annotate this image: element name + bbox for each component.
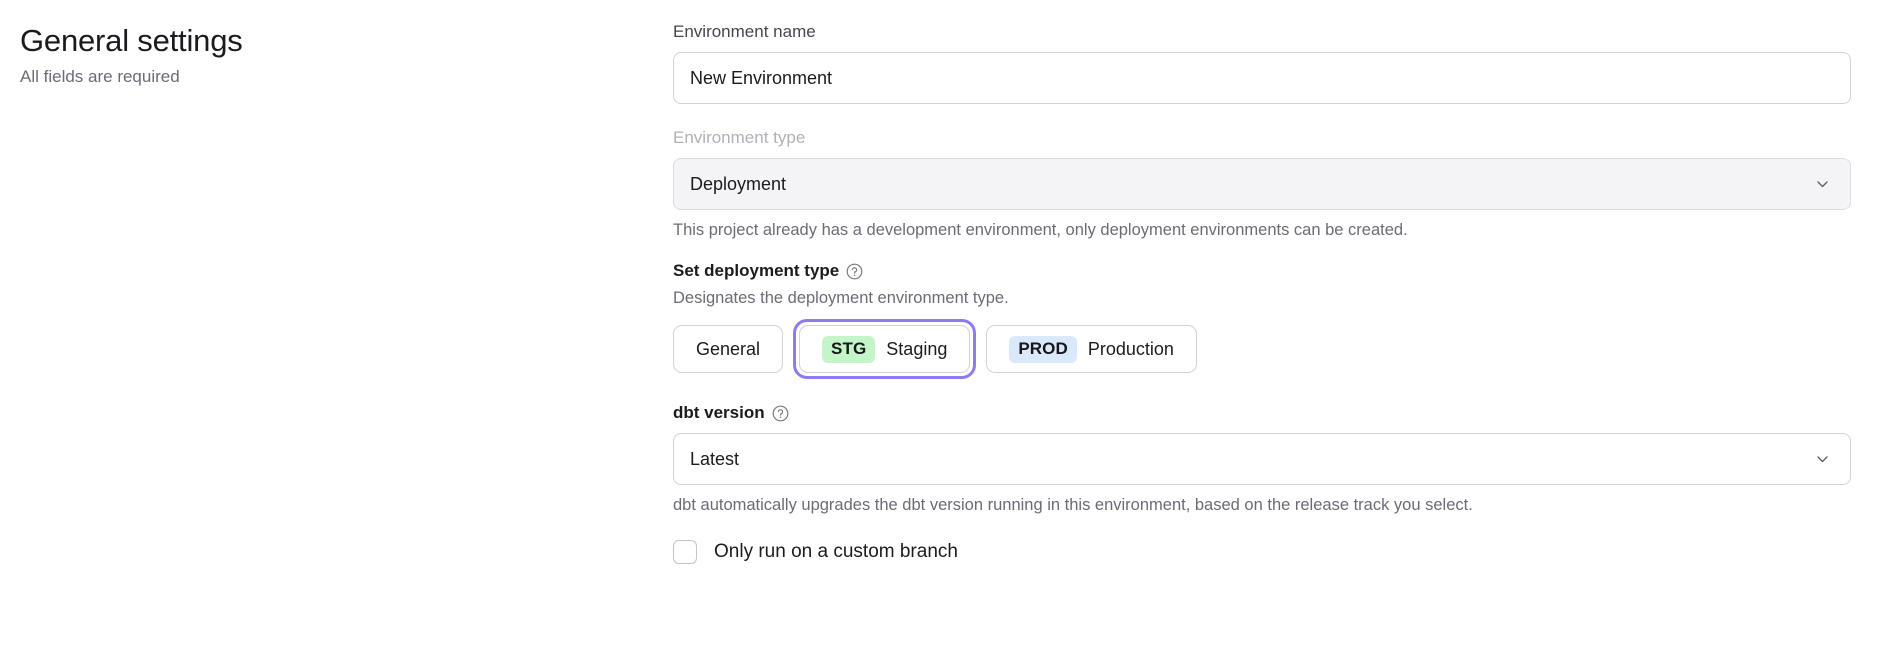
production-badge: PROD <box>1009 335 1077 363</box>
deployment-option-general-label: General <box>696 338 761 359</box>
dbt-version-select-wrap: Latest <box>673 433 1851 485</box>
page-title: General settings <box>20 23 243 58</box>
environment-type-field: Environment type Deployment This project… <box>673 126 1852 241</box>
dbt-version-select[interactable]: Latest <box>673 433 1851 485</box>
environment-type-value: Deployment <box>690 173 787 194</box>
custom-branch-label[interactable]: Only run on a custom branch <box>714 541 958 562</box>
deployment-type-description: Designates the deployment environment ty… <box>673 289 1009 307</box>
custom-branch-checkbox[interactable] <box>673 540 697 564</box>
environment-type-select-wrap: Deployment <box>673 158 1851 210</box>
deployment-type-field: Set deployment type Designates the deplo… <box>673 259 1852 379</box>
help-circle-icon[interactable] <box>772 405 789 422</box>
deployment-option-production-wrap: PROD Production <box>986 325 1197 373</box>
staging-badge: STG <box>822 335 876 363</box>
environment-name-field: Environment name <box>673 20 1852 104</box>
deployment-option-staging-wrap: STG Staging <box>793 319 977 379</box>
environment-name-input[interactable] <box>673 52 1851 104</box>
deployment-option-general-wrap: General <box>673 325 784 373</box>
page-subtitle: All fields are required <box>20 67 180 86</box>
deployment-option-staging-label: Staging <box>886 338 948 359</box>
settings-form: Environment name Environment type Deploy… <box>673 18 1888 660</box>
environment-name-label: Environment name <box>673 22 816 41</box>
environment-type-help-text: This project already has a development e… <box>673 221 1408 239</box>
dbt-version-help-text: dbt automatically upgrades the dbt versi… <box>673 496 1473 514</box>
environment-type-select[interactable]: Deployment <box>673 158 1851 210</box>
help-circle-icon[interactable] <box>846 263 863 280</box>
dbt-version-label-row: dbt version <box>673 401 1852 425</box>
deployment-option-production[interactable]: PROD Production <box>986 325 1197 373</box>
deployment-option-staging[interactable]: STG Staging <box>799 325 971 373</box>
deployment-option-production-label: Production <box>1087 338 1174 359</box>
custom-branch-row: Only run on a custom branch <box>673 540 1852 564</box>
dbt-version-field: dbt version Latest <box>673 401 1852 516</box>
deployment-option-general[interactable]: General <box>673 325 784 373</box>
deployment-type-options: General STG Staging PROD Production <box>673 319 1852 379</box>
environment-type-label: Environment type <box>673 128 806 147</box>
deployment-type-label-row: Set deployment type <box>673 259 1852 283</box>
dbt-version-value: Latest <box>690 448 740 469</box>
deployment-type-label: Set deployment type <box>673 261 840 280</box>
page-heading-column: General settings All fields are required <box>0 18 673 660</box>
dbt-version-label: dbt version <box>673 403 765 422</box>
